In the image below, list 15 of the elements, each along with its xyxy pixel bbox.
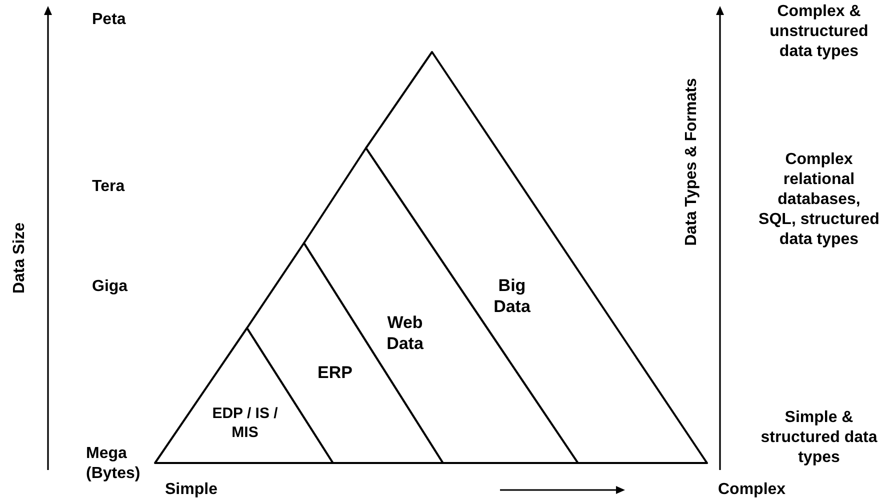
axis-label: Simple (165, 480, 218, 500)
band-label: Big Data (492, 275, 532, 318)
band-label: ERP (316, 362, 354, 384)
band-label: Web Data (386, 312, 424, 354)
band-label: EDP / IS / MIS (211, 405, 279, 442)
axis-title: Data Size (10, 221, 29, 296)
axis-label: Complex relational databases, SQL, structured data types (758, 150, 880, 250)
axis-title: Data Types & Formats (682, 77, 701, 248)
axis-label: Complex (718, 480, 787, 500)
axis-label: Simple & structured data types (760, 408, 878, 468)
axis-label: Complex & unstructured data types (768, 2, 870, 62)
axis-label: Giga (92, 277, 129, 297)
axis-label: Mega (Bytes) (86, 444, 142, 484)
axis-label: Tera (92, 177, 126, 197)
axis-label: Peta (92, 10, 127, 30)
